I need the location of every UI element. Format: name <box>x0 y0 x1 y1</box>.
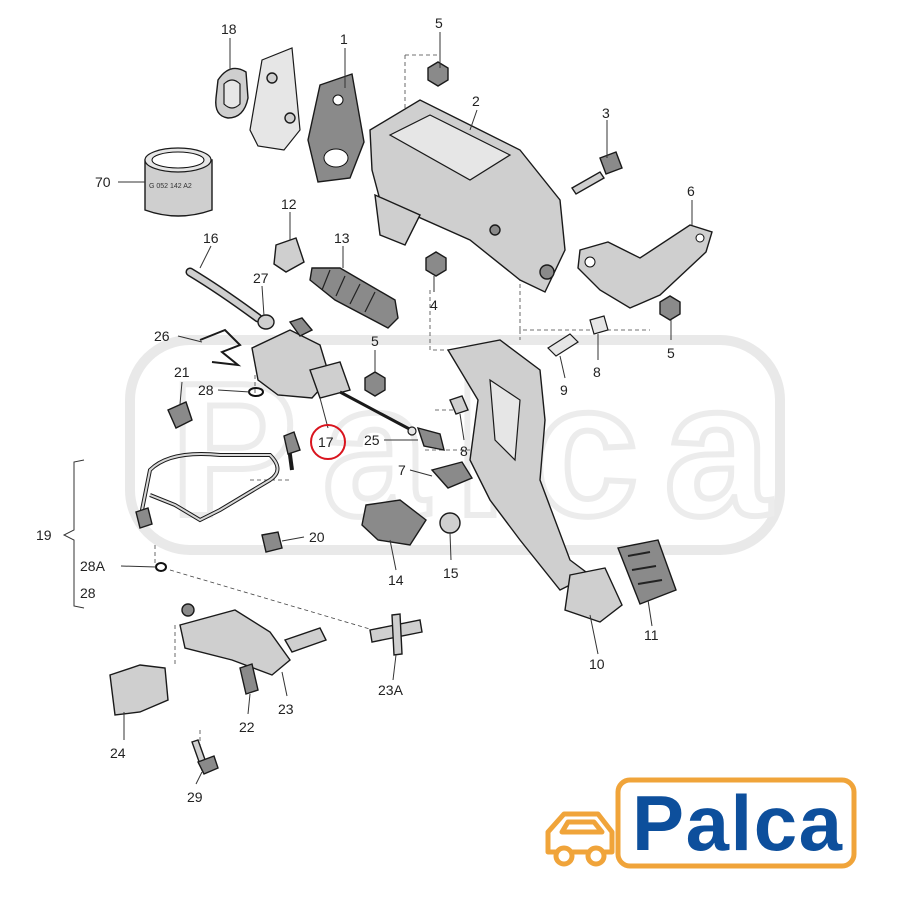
label-13: 13 <box>334 230 350 246</box>
label-27: 27 <box>253 270 269 286</box>
label-20: 20 <box>309 529 325 545</box>
label-28: 28 <box>198 382 214 398</box>
part-8-bushing-lower <box>449 395 469 415</box>
part-23a-t-fitting <box>369 613 423 656</box>
palca-logo: Palca <box>545 777 857 869</box>
highlight-ring-17 <box>310 424 346 460</box>
label-16: 16 <box>203 230 219 246</box>
part-4-nut <box>425 251 447 277</box>
part-19-hydraulic-line <box>135 431 301 529</box>
label-5-top: 5 <box>435 15 443 31</box>
part-16-hose <box>185 267 263 323</box>
part-21-connector <box>167 401 193 429</box>
part-3-bolt <box>571 151 623 195</box>
label-11: 11 <box>644 627 659 643</box>
part-15-cap <box>439 512 461 534</box>
part-24-bracket <box>109 664 169 716</box>
part-10-clutch-pedal <box>446 339 623 623</box>
part-27-clamp <box>257 314 275 330</box>
part-8-bushing-top <box>589 315 609 335</box>
part-13-boot <box>309 267 399 329</box>
label-22: 22 <box>239 719 255 735</box>
part-1-bracket <box>307 73 365 183</box>
label-21: 21 <box>174 364 190 380</box>
leader-lines <box>118 32 693 785</box>
part-22-bolt <box>239 663 259 695</box>
label-18: 18 <box>221 21 237 37</box>
label-23a: 23A <box>378 682 404 698</box>
part-29-bolt <box>191 739 219 775</box>
label-12: 12 <box>281 196 297 212</box>
part-labels: 18 1 5 2 3 70 6 12 13 16 27 4 26 5 5 8 2… <box>36 15 695 805</box>
part-2-pedal-housing <box>369 99 566 293</box>
part-11-pedal-pad <box>617 539 677 605</box>
part-14-mount <box>361 499 427 546</box>
label-3: 3 <box>602 105 610 121</box>
label-10: 10 <box>589 656 605 672</box>
part-23-slave-cylinder <box>179 603 327 676</box>
label-6: 6 <box>687 183 695 199</box>
part-5-nut-top <box>427 61 449 87</box>
label-5-middle: 5 <box>371 333 379 349</box>
label-15: 15 <box>443 565 459 581</box>
label-28-lower: 28 <box>80 585 96 601</box>
part-12-cap <box>273 237 305 273</box>
part-26-spring-clip <box>199 328 242 367</box>
logo-text: Palca <box>632 779 843 867</box>
part-20-clip <box>261 531 283 553</box>
part-5-nut-middle <box>364 371 386 397</box>
label-23: 23 <box>278 701 294 717</box>
label-28a: 28A <box>80 558 106 574</box>
label-8-lower: 8 <box>460 443 468 459</box>
part-1-gasket <box>249 47 301 151</box>
part-5-nut-right <box>659 295 681 321</box>
part-7-pad <box>430 461 474 489</box>
label-26: 26 <box>154 328 170 344</box>
label-70: 70 <box>95 174 111 190</box>
label-2: 2 <box>472 93 480 109</box>
label-8-top: 8 <box>593 364 601 380</box>
logo-frame <box>615 777 857 869</box>
label-5-right: 5 <box>667 345 675 361</box>
part-18-clip <box>215 67 249 119</box>
label-17: 17 <box>318 434 334 450</box>
group-bracket-19 <box>62 459 85 609</box>
car-icon <box>545 811 615 867</box>
label-25: 25 <box>364 432 380 448</box>
part-9-sleeve <box>547 333 579 357</box>
part-25-clip <box>416 426 445 451</box>
label-24: 24 <box>110 745 126 761</box>
part-70-marking: G 052 142 A2 <box>149 183 192 190</box>
label-1: 1 <box>340 31 348 47</box>
part-28a-o-ring <box>155 562 167 572</box>
label-7: 7 <box>398 462 406 478</box>
part-6-bracket <box>577 224 713 309</box>
label-14: 14 <box>388 572 404 588</box>
part-17-master-cylinder <box>251 317 417 436</box>
label-19: 19 <box>36 527 52 543</box>
label-9: 9 <box>560 382 568 398</box>
label-29: 29 <box>187 789 203 805</box>
label-4: 4 <box>430 297 438 313</box>
part-70-sleeve: G 052 142 A2 <box>144 147 213 217</box>
